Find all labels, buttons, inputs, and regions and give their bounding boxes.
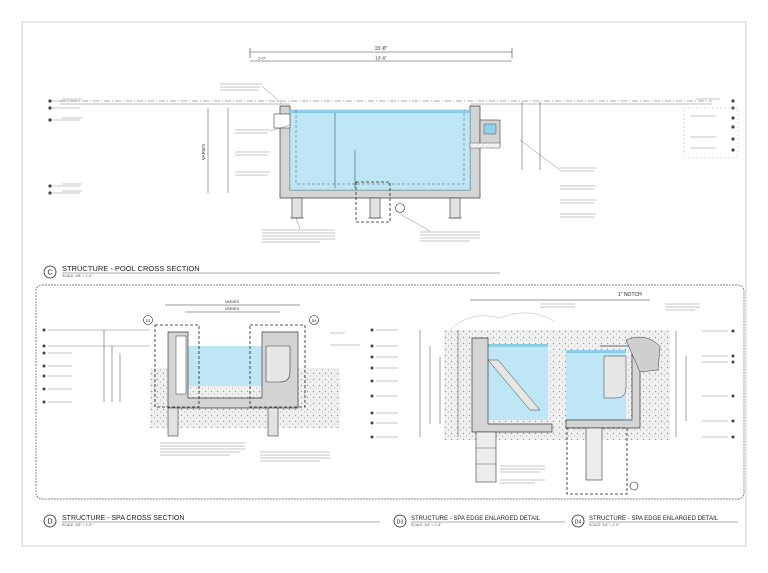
section-scale-d3: SCALE: 3/4" = 1'-0" bbox=[411, 523, 442, 527]
section-scale-d4: SCALE: 3/4" = 1'-0" bbox=[589, 523, 620, 527]
section-scale-d: SCALE: 3/8" = 1'-0" bbox=[62, 523, 93, 527]
d4-bubble-icon bbox=[629, 481, 639, 491]
dim-varies-left: VARIES bbox=[201, 144, 206, 160]
detail-callout-box bbox=[355, 181, 391, 223]
section-title-c: STRUCTURE - POOL CROSS SECTION bbox=[62, 264, 200, 273]
dim-spa-top1: VARIES bbox=[225, 299, 240, 304]
bubble-d3: D3 bbox=[146, 319, 151, 323]
bubble-d4: D4 bbox=[312, 319, 317, 323]
section-id-d3: D3 bbox=[397, 520, 404, 526]
pool-cross-section: 15'-8" 13'-8" 1'-0" VARIES bbox=[43, 46, 739, 279]
pool-water bbox=[289, 109, 471, 191]
dim-overall: 15'-8" bbox=[375, 46, 388, 52]
dim-left: 1'-0" bbox=[258, 56, 267, 61]
spa-edge-detail-d4: 1" NOTCH D4 STRUCTURE - SPA E bbox=[560, 292, 738, 528]
section-id-c: C bbox=[47, 270, 52, 277]
section-title-d4: STRUCTURE - SPA EDGE ENLARGED DETAIL bbox=[589, 516, 719, 522]
revision-cloud bbox=[35, 284, 745, 500]
detail-bubble-icon bbox=[395, 203, 405, 213]
detail-box-d4 bbox=[249, 324, 306, 408]
sheet-border bbox=[21, 21, 747, 547]
section-scale-c: SCALE: 3/8" = 1'-0" bbox=[62, 274, 93, 278]
d3-wall bbox=[471, 337, 553, 433]
dim-mid: 13'-8" bbox=[375, 56, 387, 61]
section-id-d4: D4 bbox=[575, 520, 582, 526]
section-bubble-c bbox=[43, 265, 57, 279]
section-title-d: STRUCTURE - SPA CROSS SECTION bbox=[62, 515, 184, 522]
spa-cross-section: VARIES VARIES D3 D4 bbox=[42, 299, 380, 528]
spa-edge-detail-d3: D3 STRUCTURE - SPA EDGE ENLARGED DETAIL … bbox=[370, 299, 575, 528]
detail-box-d3 bbox=[154, 324, 200, 408]
dim-spa-top2: VARIES bbox=[225, 306, 240, 311]
section-id-d: D bbox=[47, 519, 52, 526]
notch-note: 1" NOTCH bbox=[618, 292, 642, 298]
section-title-d3: STRUCTURE - SPA EDGE ENLARGED DETAIL bbox=[411, 516, 541, 522]
